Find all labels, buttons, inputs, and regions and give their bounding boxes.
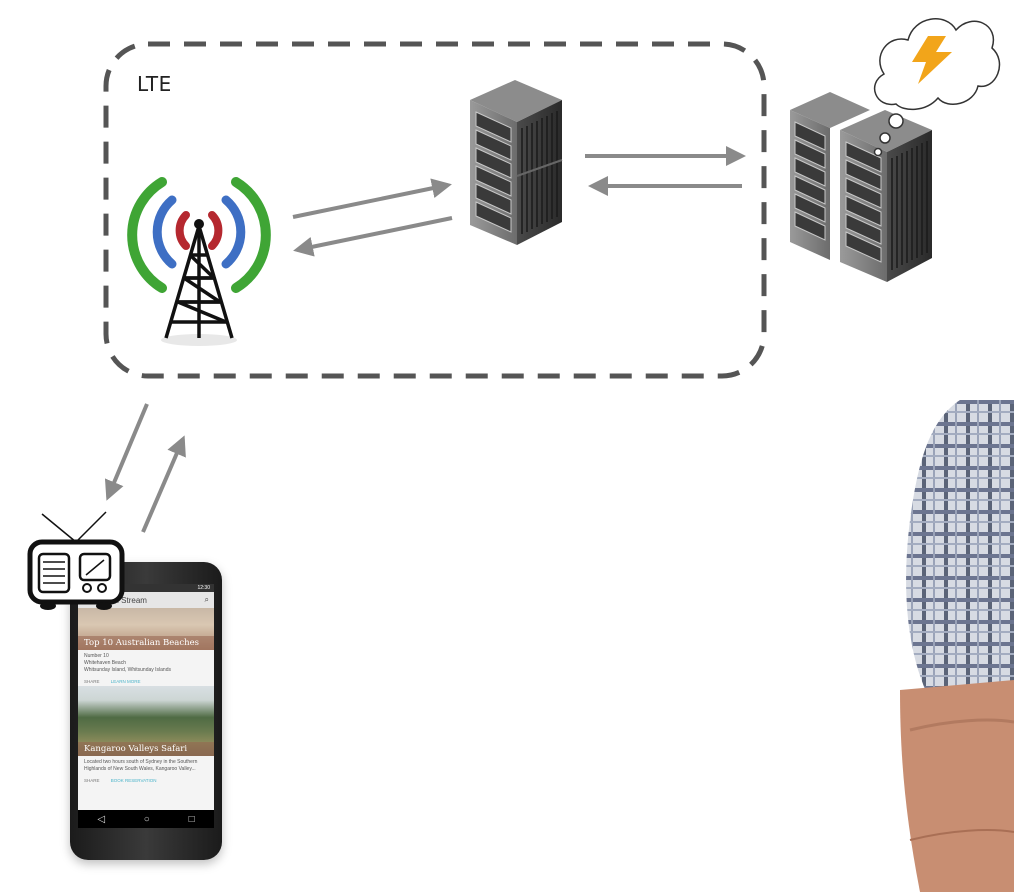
card-image-safari: Kangaroo Valleys Safari [78,686,214,756]
learn-more-button[interactable]: LEARN MORE [110,679,141,684]
smartphone-icon: 12:30 ☰ Travel Stream ⌕ Top 10 Australia… [70,562,222,860]
lightning-icon [912,36,952,84]
nav-bar: ◁ ○ □ [78,810,214,828]
cloud-server-icon [790,92,932,282]
app-title: Travel Stream [97,595,147,605]
lte-label: LTE [137,72,172,96]
card-line: Number 10 [84,653,109,659]
arrow-server-to-tower [293,216,453,257]
card-title-safari: Kangaroo Valleys Safari [78,742,214,756]
arrow-network-to-phone [104,403,149,501]
card-line: Highlands of New South Wales, Kangaroo V… [84,766,196,772]
card-line: Whitehaven Beach [84,660,126,666]
share-button[interactable]: SHARE [84,778,100,783]
card-actions-safari: SHARE BOOK RESERVATION [78,776,214,785]
arrow-phone-to-network [141,435,186,533]
card-line: Whitsunday Island, Whitsunday Islands [84,667,171,673]
phone-screen: 12:30 ☰ Travel Stream ⌕ Top 10 Australia… [78,584,214,810]
card-actions-beaches: SHARE LEARN MORE [78,677,214,686]
search-icon[interactable]: ⌕ [204,595,209,604]
radio-icon [27,511,125,610]
card-body-beaches: Number 10 Whitehaven Beach Whitsunday Is… [78,650,214,677]
card-image-beach: Top 10 Australian Beaches [78,608,214,650]
lte-network-boundary [103,41,767,379]
arrow-tower-to-server [292,178,452,219]
cell-tower-icon [127,177,271,346]
back-icon[interactable]: ◁ [97,813,106,825]
home-icon[interactable]: ○ [143,813,150,825]
recent-apps-icon[interactable]: □ [188,813,195,825]
lte-server-icon [470,80,563,245]
card-title-beaches: Top 10 Australian Beaches [78,636,214,650]
card-body-safari: Located two hours south of Sydney in the… [78,756,214,776]
book-reservation-button[interactable]: BOOK RESERVATION [110,778,157,783]
card-line: Located two hours south of Sydney in the… [84,759,198,765]
presenter-image [900,400,1014,892]
status-bar: 12:30 [78,584,214,592]
share-button[interactable]: SHARE [84,679,100,684]
